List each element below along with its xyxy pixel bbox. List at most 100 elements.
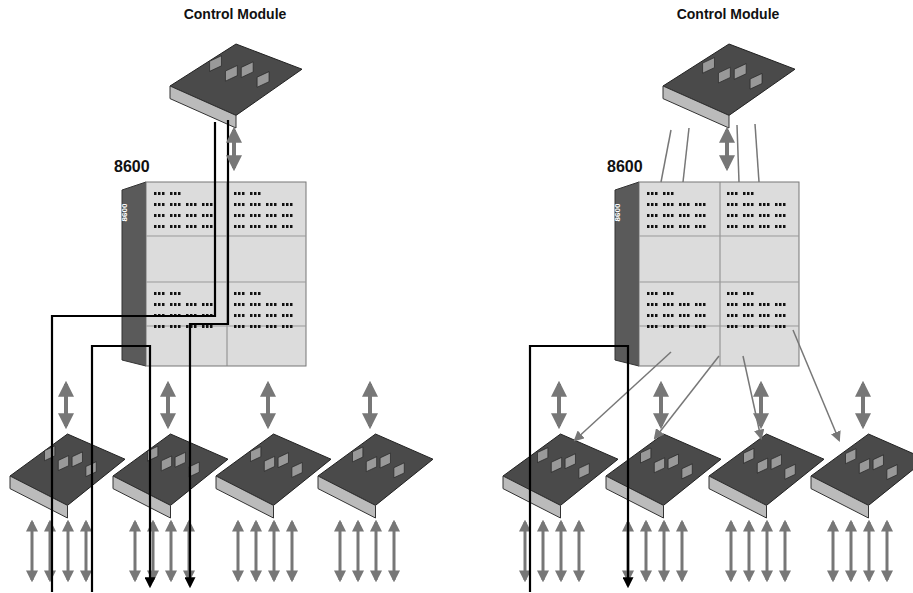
led xyxy=(759,203,762,206)
led xyxy=(655,203,658,206)
led xyxy=(751,192,754,195)
chassis-divider xyxy=(720,182,721,366)
led xyxy=(763,225,766,228)
double-arrow xyxy=(134,522,137,580)
led xyxy=(679,225,682,228)
led xyxy=(270,303,273,306)
led xyxy=(174,203,177,206)
double-arrow xyxy=(31,522,34,580)
chip xyxy=(734,64,746,80)
led xyxy=(663,203,666,206)
led xyxy=(158,325,161,328)
led xyxy=(671,325,674,328)
side-badge: 8600 xyxy=(120,204,129,222)
chip xyxy=(846,449,856,464)
line-card xyxy=(113,434,228,518)
led xyxy=(699,203,702,206)
led xyxy=(655,314,658,317)
led xyxy=(162,325,165,328)
signal-path xyxy=(190,120,228,586)
chip xyxy=(744,448,754,463)
led xyxy=(254,225,257,228)
card-faceplate xyxy=(113,476,171,518)
led xyxy=(695,303,698,306)
led xyxy=(174,214,177,217)
led xyxy=(290,203,293,206)
led xyxy=(270,325,273,328)
led xyxy=(210,303,213,306)
chip xyxy=(380,453,390,468)
led xyxy=(242,192,245,195)
double-arrow xyxy=(357,522,360,580)
line-card xyxy=(10,434,125,518)
led xyxy=(731,203,734,206)
chassis-divider xyxy=(146,282,306,283)
chip xyxy=(264,456,274,471)
led xyxy=(178,214,181,217)
led xyxy=(751,314,754,317)
double-arrow xyxy=(868,522,871,580)
led xyxy=(238,203,241,206)
led xyxy=(238,325,241,328)
led xyxy=(683,314,686,317)
led xyxy=(727,325,730,328)
led xyxy=(655,225,658,228)
led xyxy=(743,303,746,306)
led xyxy=(266,203,269,206)
led xyxy=(687,203,690,206)
signal-path xyxy=(530,346,628,592)
chip xyxy=(161,456,171,471)
led xyxy=(655,292,658,295)
led xyxy=(663,192,666,195)
double-arrow xyxy=(557,384,561,426)
led xyxy=(747,203,750,206)
line-card xyxy=(503,434,618,518)
led xyxy=(647,192,650,195)
led xyxy=(178,192,181,195)
chip xyxy=(887,465,897,480)
led xyxy=(250,325,253,328)
led xyxy=(206,214,209,217)
chip xyxy=(394,463,404,478)
led xyxy=(775,214,778,217)
chassis-8600: 8600 xyxy=(607,158,807,368)
chip xyxy=(771,455,781,470)
chip xyxy=(551,457,561,472)
led xyxy=(170,292,173,295)
led xyxy=(190,214,193,217)
led xyxy=(174,292,177,295)
led xyxy=(731,214,734,217)
led xyxy=(695,214,698,217)
led xyxy=(210,225,213,228)
led xyxy=(759,314,762,317)
led xyxy=(763,314,766,317)
led xyxy=(258,214,261,217)
double-arrow xyxy=(170,522,173,580)
led xyxy=(170,214,173,217)
chip xyxy=(278,453,288,468)
led xyxy=(242,203,245,206)
led xyxy=(767,225,770,228)
led xyxy=(254,292,257,295)
led xyxy=(783,314,786,317)
double-arrow xyxy=(542,522,545,580)
led xyxy=(783,225,786,228)
led xyxy=(154,303,157,306)
led xyxy=(783,214,786,217)
led xyxy=(242,325,245,328)
led xyxy=(250,303,253,306)
link-arrow xyxy=(232,130,236,168)
led xyxy=(238,303,241,306)
led xyxy=(703,203,706,206)
module-title: Control Module xyxy=(161,6,309,22)
led xyxy=(775,314,778,317)
led xyxy=(242,303,245,306)
chip xyxy=(58,456,68,471)
led xyxy=(250,192,253,195)
led xyxy=(743,192,746,195)
led xyxy=(703,314,706,317)
led xyxy=(178,325,181,328)
led xyxy=(727,303,730,306)
led xyxy=(154,292,157,295)
control-module: Control Module xyxy=(654,6,802,128)
